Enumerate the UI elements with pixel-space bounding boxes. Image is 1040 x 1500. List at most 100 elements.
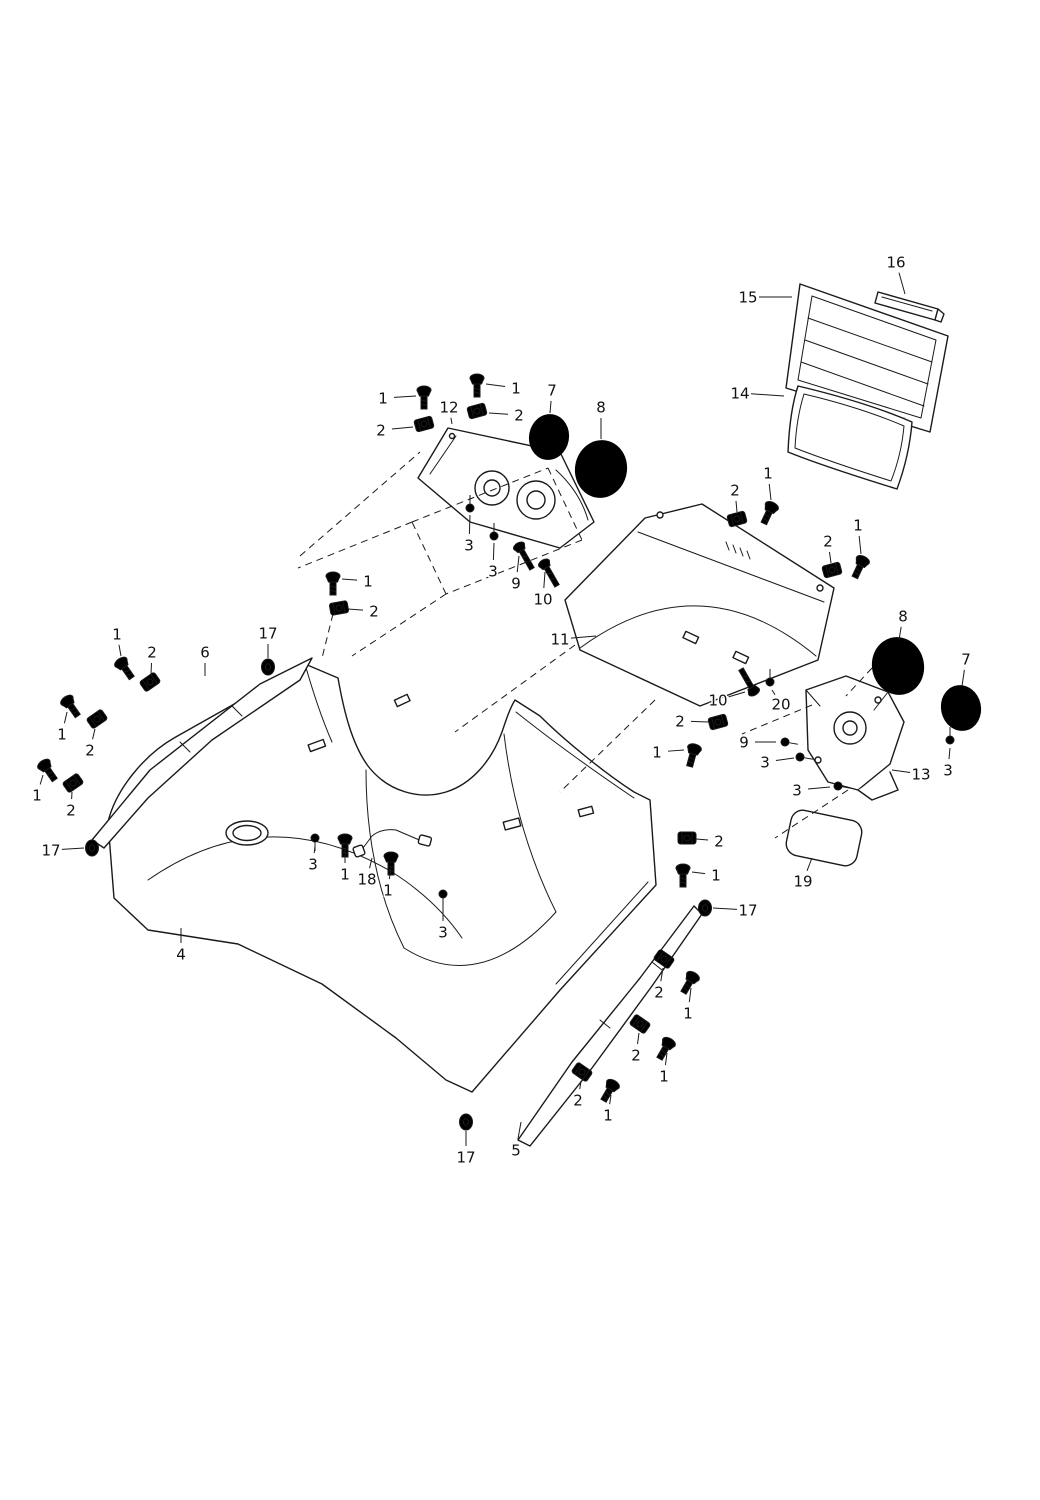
callout-label: 2 (654, 984, 664, 1002)
callout-leader-line (468, 514, 471, 535)
clip-nut-icon (138, 671, 162, 693)
screw-icon (35, 756, 61, 785)
callout-label: 1 (378, 390, 388, 408)
callout-leader-line (898, 626, 902, 641)
harness-clamp (352, 829, 433, 858)
callout-leader-line (393, 395, 417, 398)
clip-nut-icon (85, 708, 109, 730)
callout-leader-line (543, 571, 546, 589)
callout-leader-line (688, 987, 692, 1003)
assembly-guide-lines (297, 451, 873, 839)
callout-label: 1 (32, 787, 42, 805)
callout-label: 9 (739, 734, 749, 752)
callout-label: 1 (383, 882, 393, 900)
callout-label: 3 (792, 782, 802, 800)
callout-label: 3 (308, 856, 318, 874)
screw-icon (676, 968, 702, 997)
clip-nut-icon (61, 772, 85, 794)
callout-leader-line (961, 669, 965, 687)
callout-leader-line (750, 393, 785, 397)
callout-label: 17 (738, 902, 757, 920)
screw-icon (596, 1076, 622, 1105)
clip-nut-icon (821, 561, 843, 579)
callout-label: 12 (439, 399, 458, 417)
callout-label: 3 (943, 762, 953, 780)
instrument-panel (417, 427, 595, 549)
clip-nut-icon (677, 831, 697, 845)
clip-nut-icon (328, 600, 350, 616)
screw-icon (682, 741, 703, 769)
callout-label: 18 (357, 871, 376, 889)
callout-leader-line (391, 426, 414, 430)
callout-leader-line (664, 1052, 668, 1066)
callout-leader-line (660, 967, 664, 982)
screw-icon (847, 553, 872, 581)
long-screw-icon (536, 556, 563, 590)
grommet-icon (85, 839, 99, 857)
callout-label: 2 (714, 833, 724, 851)
screw-icon (675, 863, 691, 888)
callout-leader-line (712, 907, 738, 910)
callout-label: 6 (200, 644, 210, 662)
callout-leader-line (768, 483, 772, 501)
callout-leader-line (667, 749, 685, 752)
callout-leader-line (609, 1094, 612, 1105)
headlight-pod-7-right (936, 681, 986, 735)
callout-label: 2 (823, 533, 833, 551)
callout-leader-line (775, 757, 795, 761)
rear-panel (564, 503, 835, 707)
grille-seal (787, 385, 913, 490)
bolt-icon (945, 726, 955, 745)
screw-icon (652, 1034, 678, 1063)
callout-label: 2 (730, 482, 740, 500)
left-trim-strip (91, 657, 313, 849)
callout-label: 2 (675, 713, 685, 731)
callout-leader-line (313, 845, 316, 854)
callout-label: 1 (603, 1107, 613, 1125)
callout-label: 16 (886, 254, 905, 272)
callout-leader-line (549, 400, 552, 414)
callout-leader-line (636, 1032, 640, 1045)
screw-icon (756, 499, 781, 527)
callout-label: 10 (708, 692, 727, 710)
callout-leader-line (485, 383, 506, 388)
callout-label: 1 (511, 380, 521, 398)
lamp-bracket (805, 675, 905, 801)
callout-label: 3 (464, 537, 474, 555)
bolt-icon (779, 736, 799, 749)
callout-leader-line (92, 728, 96, 740)
callout-leader-line (450, 417, 453, 425)
callout-label: 4 (176, 946, 186, 964)
callout-leader-line (735, 500, 738, 513)
callout-label: 7 (547, 382, 557, 400)
callout-leader-line (369, 857, 373, 869)
callout-label: 2 (514, 407, 524, 425)
callout-label: 1 (112, 626, 122, 644)
callout-label: 1 (659, 1068, 669, 1086)
callout-leader-line (570, 635, 597, 639)
screw-icon (112, 654, 138, 683)
callout-label: 10 (533, 591, 552, 609)
grommet-icon (698, 899, 712, 917)
screw-icon (416, 385, 432, 410)
screw-icon (58, 692, 84, 721)
clip-nut-icon (726, 510, 748, 528)
callout-label: 1 (711, 867, 721, 885)
screw-icon (469, 373, 485, 398)
long-screw-icon (511, 539, 538, 573)
callout-leader-line (948, 747, 951, 760)
callout-label: 2 (66, 802, 76, 820)
main-fender-body (107, 663, 657, 1093)
callout-label: 3 (438, 924, 448, 942)
callout-leader-line (898, 272, 906, 295)
callout-leader-line (341, 578, 358, 581)
callout-leader-line (806, 857, 813, 871)
callout-leader-line (807, 786, 831, 790)
callout-label: 3 (760, 754, 770, 772)
callout-label: 11 (550, 631, 569, 649)
callout-label: 14 (730, 385, 749, 403)
screw-icon (325, 571, 341, 596)
grommet-icon (459, 1113, 473, 1131)
callout-label: 1 (853, 517, 863, 535)
